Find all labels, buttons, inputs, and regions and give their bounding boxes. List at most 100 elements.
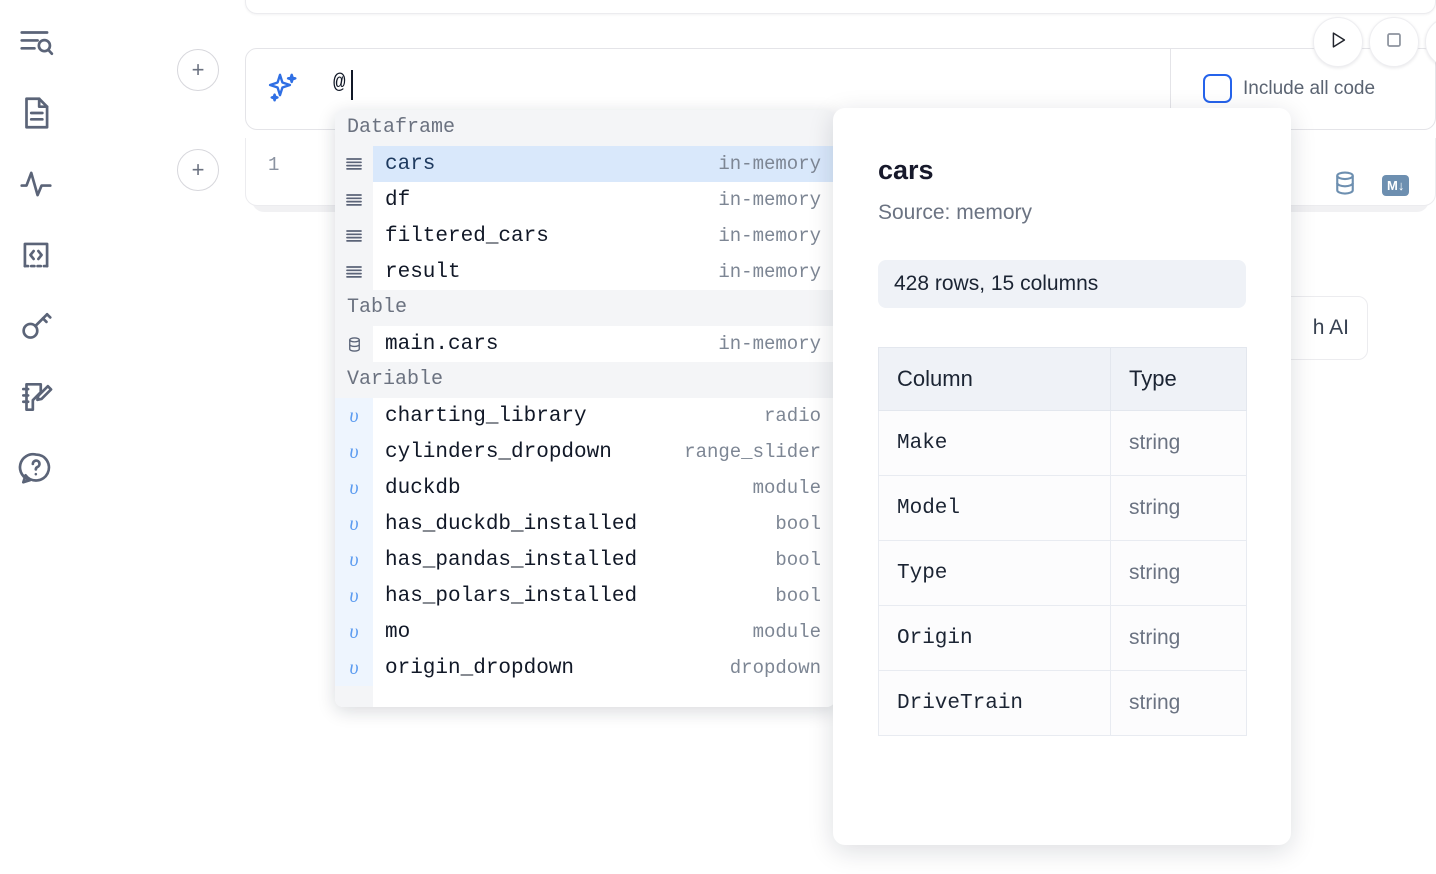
markdown-badge[interactable]: M↓ xyxy=(1382,175,1410,196)
autocomplete-option[interactable]: main.cars in-memory xyxy=(335,326,835,362)
schema-column-name: Make xyxy=(878,410,1111,476)
sidebar-item-activity[interactable] xyxy=(12,160,60,208)
schema-column-header: Type xyxy=(1110,347,1247,411)
variable-icon: υ xyxy=(335,614,373,650)
previous-cell xyxy=(245,0,1436,14)
autocomplete-option-name: main.cars xyxy=(385,332,499,356)
autocomplete-option-name: filtered_cars xyxy=(385,224,549,248)
sidebar-item-explore[interactable] xyxy=(12,18,60,66)
autocomplete-option[interactable]: υ has_duckdb_installed bool xyxy=(335,506,835,542)
autocomplete-group-header: Table xyxy=(335,290,835,326)
sparkles-icon xyxy=(265,70,301,106)
variable-icon: υ xyxy=(335,398,373,434)
detail-shape-badge: 428 rows, 15 columns xyxy=(878,260,1246,308)
ai-prompt-input[interactable]: @ xyxy=(333,72,346,95)
schema-column-name: Origin xyxy=(878,605,1111,671)
autocomplete-option-name: result xyxy=(385,260,461,284)
autocomplete-group-header: Dataframe xyxy=(335,110,835,146)
line-number: 1 xyxy=(268,154,280,176)
autocomplete-option-type: bool xyxy=(775,585,821,607)
autocomplete-option-type: in-memory xyxy=(718,153,821,175)
autocomplete-option-type: in-memory xyxy=(718,189,821,211)
sidebar-item-snippets[interactable] xyxy=(12,231,60,279)
schema-column-type: string xyxy=(1110,410,1247,476)
variable-icon: υ xyxy=(335,470,373,506)
sidebar-item-notebook[interactable] xyxy=(12,89,60,137)
schema-column-name: Model xyxy=(878,475,1111,541)
notepad-edit-icon xyxy=(17,378,55,416)
autocomplete-option-type: module xyxy=(752,477,821,499)
autocomplete-option-type: in-memory xyxy=(718,333,821,355)
include-all-code-checkbox[interactable] xyxy=(1203,74,1232,103)
plus-icon: + xyxy=(191,157,205,182)
variable-icon: υ xyxy=(335,434,373,470)
text-cursor xyxy=(351,70,353,100)
detail-title: cars xyxy=(878,155,934,185)
add-cell-button-above[interactable]: + xyxy=(177,49,219,91)
stop-button[interactable] xyxy=(1369,17,1419,67)
document-icon xyxy=(17,94,55,132)
explore-icon xyxy=(17,23,55,61)
autocomplete-option-name: df xyxy=(385,188,411,212)
autocomplete-option-type: bool xyxy=(775,513,821,535)
run-button[interactable] xyxy=(1313,17,1363,67)
include-all-code-toggle[interactable]: Include all code xyxy=(1203,74,1375,103)
add-cell-button-below[interactable]: + xyxy=(177,149,219,191)
cell-toolbar: M↓ xyxy=(1330,168,1410,203)
autocomplete-option-name: charting_library xyxy=(385,404,587,428)
help-chat-icon xyxy=(17,449,55,487)
autocomplete-option-type: module xyxy=(752,621,821,643)
play-icon xyxy=(1327,29,1349,56)
sidebar-item-help[interactable] xyxy=(12,444,60,492)
autocomplete-option-type: in-memory xyxy=(718,225,821,247)
schema-column-type: string xyxy=(1110,605,1247,671)
variable-icon: υ xyxy=(335,542,373,578)
autocomplete-option[interactable]: df in-memory xyxy=(335,182,835,218)
autocomplete-option-name: cars xyxy=(385,152,436,176)
autocomplete-option-name: mo xyxy=(385,620,411,644)
dataframe-detail-panel: cars Source: memory 428 rows, 15 columns… xyxy=(833,108,1291,845)
sidebar xyxy=(0,0,72,874)
autocomplete-option-type: dropdown xyxy=(729,657,821,679)
autocomplete-option[interactable]: result in-memory xyxy=(335,254,835,290)
table-rows-icon xyxy=(335,146,373,182)
autocomplete-group-header: Variable xyxy=(335,362,835,398)
autocomplete-option-name: has_pandas_installed xyxy=(385,548,638,572)
code-snippet-icon xyxy=(17,236,55,274)
autocomplete-option-name: origin_dropdown xyxy=(385,656,575,680)
database-icon[interactable] xyxy=(1330,168,1360,203)
square-icon xyxy=(1383,29,1405,56)
schema-column-name: DriveTrain xyxy=(878,670,1111,736)
schema-column-type: string xyxy=(1110,475,1247,541)
variable-icon: υ xyxy=(335,506,373,542)
detail-source: Source: memory xyxy=(878,201,1033,224)
sidebar-item-scratchpad[interactable] xyxy=(12,373,60,421)
autocomplete-option-type: range_slider xyxy=(684,441,821,463)
key-icon xyxy=(17,307,55,345)
sidebar-item-secrets[interactable] xyxy=(12,302,60,350)
include-all-code-label: Include all code xyxy=(1243,77,1376,99)
database-icon xyxy=(335,326,373,362)
autocomplete-option-type: in-memory xyxy=(718,261,821,283)
autocomplete-option[interactable]: filtered_cars in-memory xyxy=(335,218,835,254)
autocomplete-option-name: has_duckdb_installed xyxy=(385,512,638,536)
plus-icon: + xyxy=(191,57,205,82)
autocomplete-option[interactable]: cars in-memory xyxy=(335,146,835,182)
schema-column-name: Type xyxy=(878,540,1111,606)
variable-icon: υ xyxy=(335,578,373,614)
